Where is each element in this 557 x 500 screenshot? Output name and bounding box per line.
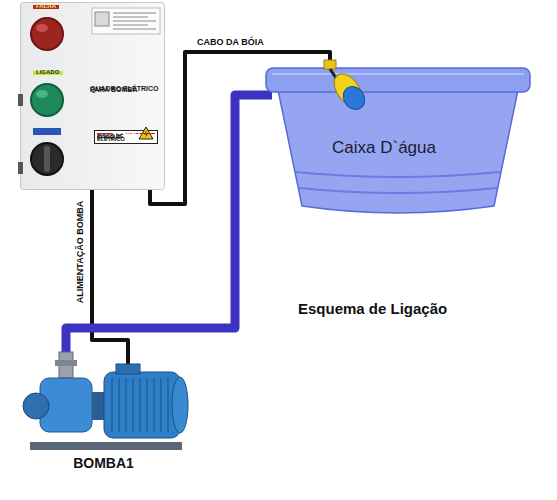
base-plate xyxy=(30,442,182,450)
float-switch xyxy=(324,60,369,114)
logo-plate xyxy=(92,8,160,34)
tag-text: FALHA xyxy=(36,6,56,7)
hinge xyxy=(18,162,23,174)
water-pipe xyxy=(66,95,272,352)
warning-sign: PERIGO RISCO DE CHOQUE ELÉTRICO xyxy=(94,130,158,144)
on-lamp xyxy=(31,84,63,116)
panel-title: QUADRO ELÉTRICO PARA BOMBA xyxy=(90,88,160,90)
connector-label: ALIMENTAÇÃO BOMBA xyxy=(75,201,85,303)
motor xyxy=(104,372,180,438)
pump-label: BOMBA1 xyxy=(28,455,193,471)
outline-drawing xyxy=(20,2,165,190)
water-tank: Caixa D`água xyxy=(262,60,534,222)
tank-label: Caixa D`água xyxy=(262,138,534,158)
suction-flange xyxy=(23,393,49,419)
tag-text: LIGADO xyxy=(36,72,60,73)
hinge xyxy=(18,94,23,106)
pump: BOMBA1 xyxy=(28,352,193,476)
control-panel: QUADRO ELÉTRICO PARA BOMBA FALHA LIGADO PER… xyxy=(20,2,165,190)
status-tag: FALHA xyxy=(33,5,59,9)
warning-heading: PERIGO xyxy=(97,133,155,134)
tank-rim xyxy=(266,68,530,92)
fault-lamp xyxy=(31,18,63,50)
warning-text: RISCO DE CHOQUE ELÉTRICO xyxy=(97,136,155,139)
selector-switch xyxy=(31,143,63,175)
connector-label: CABO DA BÓIA xyxy=(197,37,264,47)
diagram-title-note: Esquema de Ligação xyxy=(298,300,447,317)
selector-tag xyxy=(33,128,61,135)
status-tag: LIGADO xyxy=(33,71,63,75)
panel-housing xyxy=(21,3,165,190)
